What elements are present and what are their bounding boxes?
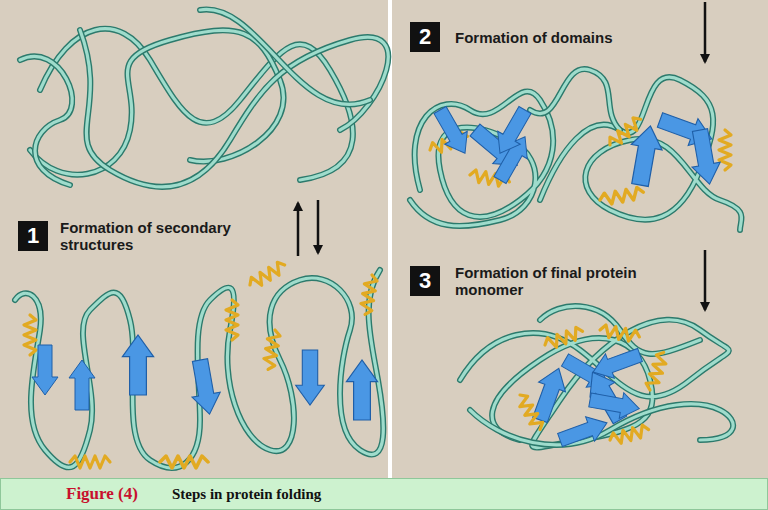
step-number: 2 [410,22,440,52]
step-label: Formation of secondary structures [60,219,270,253]
reversible-arrows [298,200,318,256]
figure-number: Figure (4) [66,484,138,504]
step-number: 3 [410,266,440,296]
step-label: Formation of final protein monomer [455,264,660,298]
step-label: Formation of domains [455,29,685,46]
unfolded-chain [20,9,388,186]
folded-monomer [460,306,733,452]
figure-caption: Steps in protein folding [172,486,321,503]
secondary-structures [15,260,383,468]
step-number: 1 [18,221,48,251]
protein-domains [410,69,742,230]
